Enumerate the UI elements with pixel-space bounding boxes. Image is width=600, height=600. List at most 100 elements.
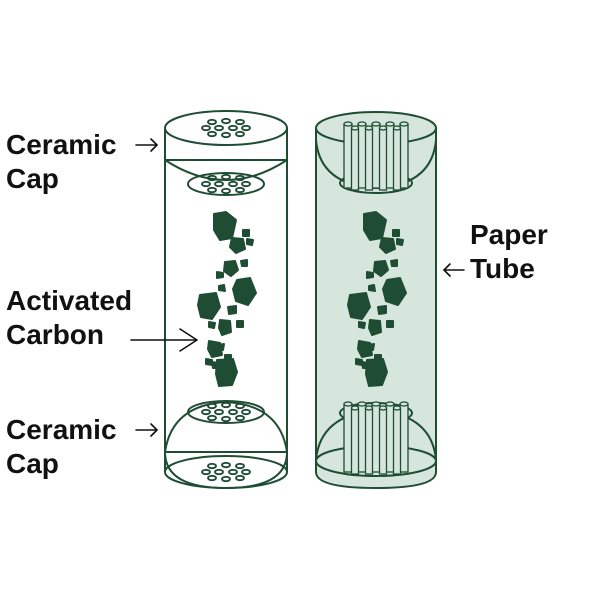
carbon-granule [215,358,238,387]
paper-channel [378,127,388,191]
carbon-granule [197,292,221,320]
cap-hole [228,180,238,188]
carbon-granule [373,260,389,277]
carbon-granule [232,277,257,306]
cap-hole [228,408,238,416]
label-activated-carbon-line2: Carbon [6,319,104,350]
cap-hole [207,474,217,482]
activated-carbon-granules-left [197,211,257,387]
cap-hole [207,414,217,422]
carbon-granule [347,292,371,320]
carbon-granule [229,237,246,254]
label-ceramic-cap-bottom: Ceramic Cap [6,413,117,481]
paper-channel [392,407,402,475]
cap-hole [235,402,245,410]
carbon-granule [366,271,374,279]
paper-channel [399,123,409,189]
label-ceramic-cap-bottom-line2: Cap [6,448,59,479]
paper-channel-end [385,121,395,127]
paper-channel-end [399,401,409,407]
cap-hole [221,461,231,469]
cap-hole [235,174,245,182]
paper-tube-body [315,127,437,490]
paper-channel-end [385,401,395,407]
carbon-granule [236,320,244,328]
cap-hole [214,408,224,416]
pointer-arrows [130,138,465,437]
carbon-granule [223,260,239,277]
cap-hole [235,130,245,138]
paper-channel-end [378,125,388,131]
paper-channel [350,407,360,475]
label-ceramic-cap-top: Ceramic Cap [6,128,117,196]
arrow-activated-carbon [130,328,198,352]
label-ceramic-cap-top-line1: Ceramic [6,129,117,160]
carbon-granule [392,229,400,237]
carbon-granule [363,211,387,241]
carbon-granule [213,211,237,241]
cap-hole [214,124,224,132]
cap-hole [207,462,217,470]
cap-hole [207,130,217,138]
paper-tube-channels [343,121,409,475]
cap-hole [201,408,211,416]
bottom-cap-inner-face [187,400,265,424]
cap-hole [214,180,224,188]
paper-channel-end [343,121,353,127]
paper-channel [399,403,409,473]
paper-channel [385,403,395,473]
paper-channel-end [392,405,402,411]
carbon-granule [246,238,254,246]
arrow-paper-tube [443,263,465,277]
bottom-cap-bottom-face [164,455,288,489]
paper-channel-end [357,401,367,407]
carbon-granule [367,343,375,351]
top-cap-top-face [164,110,288,146]
carbon-granule [368,319,382,336]
cap-hole [221,131,231,139]
top-cap-inner-face [187,172,265,196]
carbon-granule [386,320,394,328]
paper-channel [371,123,381,189]
cap-hole [221,415,231,423]
paper-channel [371,403,381,473]
paper-channel [357,123,367,189]
label-ceramic-cap-bottom-line1: Ceramic [6,414,117,445]
cap-hole [201,124,211,132]
paper-channel [350,127,360,191]
cap-hole [235,186,245,194]
cap-hole [201,468,211,476]
paper-channel-end [364,405,374,411]
paper-channel-end [343,401,353,407]
cap-hole [201,180,211,188]
carbon-granule [208,321,216,329]
paper-channel-end [392,125,402,131]
cap-hole [235,474,245,482]
paper-channel-end [350,405,360,411]
paper-channel [357,403,367,473]
cap-hole [235,118,245,126]
carbon-granule [216,271,224,279]
cap-hole [235,414,245,422]
paper-channel [343,123,353,189]
cap-hole [221,401,231,409]
cap-hole [207,174,217,182]
paper-channel [364,407,374,475]
paper-channel-end [378,405,388,411]
carbon-granule [358,321,366,329]
carbon-granule [218,319,232,336]
label-ceramic-cap-top-line2: Cap [6,163,59,194]
arrow-ceramic-cap-bottom [135,423,158,437]
cap-hole [207,118,217,126]
carbon-granule [218,284,226,292]
carbon-granule [365,358,388,387]
carbon-granule [390,259,398,267]
paper-channel-end [371,401,381,407]
cap-hole [228,124,238,132]
cap-hole [241,408,251,416]
paper-channel [364,127,374,191]
cap-hole [207,402,217,410]
top-cap-dome [164,159,288,181]
carbon-granule [379,237,396,254]
